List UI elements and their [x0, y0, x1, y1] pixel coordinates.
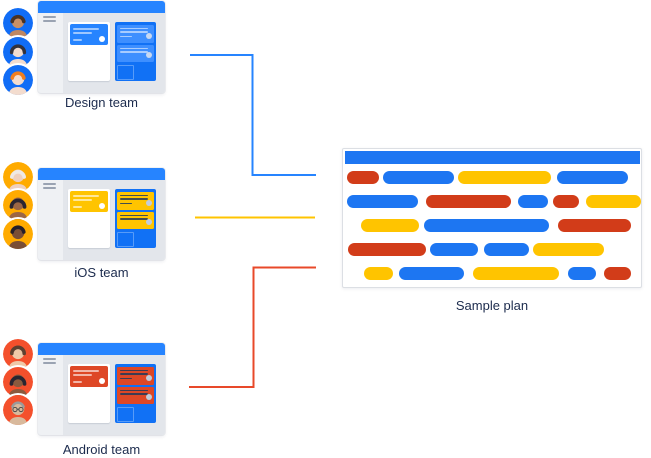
window-titlebar — [38, 343, 165, 355]
android-avatar-1-icon — [3, 339, 33, 369]
design-avatar-1-icon — [3, 8, 33, 38]
plan-bar-red — [426, 194, 511, 208]
plan-header-bar — [344, 150, 640, 164]
hamburger-icon — [43, 358, 56, 366]
ios-team-label: iOS team — [74, 265, 129, 280]
plan-bar-yellow — [364, 266, 393, 280]
android-avatar-3-icon — [3, 395, 33, 425]
plan-bar-blue — [484, 242, 529, 256]
kanban-card — [117, 24, 154, 43]
backlog-column — [68, 364, 110, 423]
ios-avatar-3-icon — [3, 218, 33, 249]
plan-bar-blue — [347, 194, 418, 208]
backlog-column — [68, 189, 110, 248]
kanban-card — [70, 24, 108, 45]
plan-bar-blue — [383, 170, 454, 184]
plan-bar-red — [348, 242, 426, 256]
hamburger-icon — [43, 16, 56, 24]
ios-avatar-2-icon — [3, 190, 33, 220]
plan-bar-blue — [430, 242, 478, 256]
design-team-label: Design team — [65, 95, 138, 110]
plan-bar-red — [604, 266, 631, 280]
avatar-dot-icon — [145, 199, 152, 206]
card-placeholder — [117, 407, 134, 422]
plan-bar-blue — [399, 266, 464, 280]
sample-plan-label: Sample plan — [455, 298, 529, 313]
window-main-panel — [63, 180, 165, 260]
plan-bar-yellow — [473, 266, 559, 280]
plan-bar-blue — [424, 218, 549, 232]
kanban-card — [117, 366, 154, 385]
avatar-dot-icon — [98, 377, 105, 384]
plan-bar-yellow — [533, 242, 604, 256]
sample-plan-board — [342, 148, 642, 288]
kanban-card — [70, 366, 108, 387]
design-avatar-2-icon — [3, 36, 33, 67]
avatar-dot-icon — [145, 32, 152, 39]
ios-team-window — [38, 168, 165, 260]
avatar-dot-icon — [145, 393, 152, 400]
window-titlebar — [38, 168, 165, 180]
plan-bar-yellow — [586, 194, 641, 208]
card-placeholder — [117, 65, 134, 80]
android-team-label: Android team — [62, 442, 141, 457]
ios-avatar-1-icon — [3, 162, 33, 192]
design-avatar-3-icon — [3, 65, 33, 95]
window-main-panel — [63, 13, 165, 93]
plan-bar-blue — [518, 194, 548, 208]
hamburger-icon — [43, 183, 56, 191]
android-team-window — [38, 343, 165, 435]
design-team-window — [38, 1, 165, 93]
avatar-dot-icon — [145, 374, 152, 381]
plan-bar-yellow — [361, 218, 419, 232]
window-titlebar — [38, 1, 165, 13]
kanban-card — [70, 191, 108, 212]
window-main-panel — [63, 355, 165, 435]
kanban-card — [117, 211, 154, 229]
kanban-card — [117, 386, 154, 404]
plan-timeline-bars — [343, 149, 641, 287]
board-column — [115, 189, 156, 248]
plan-bar-red — [347, 170, 379, 184]
avatar-dot-icon — [98, 202, 105, 209]
card-placeholder — [117, 232, 134, 247]
board-column — [115, 364, 156, 423]
plan-bar-red — [553, 194, 579, 208]
avatar-dot-icon — [98, 35, 105, 42]
android-avatar-2-icon — [3, 367, 33, 397]
plan-bar-blue — [568, 266, 596, 280]
kanban-card — [117, 44, 154, 62]
plan-bar-blue — [557, 170, 628, 184]
backlog-column — [68, 22, 110, 81]
avatar-dot-icon — [145, 218, 152, 225]
kanban-card — [117, 191, 154, 210]
plan-bar-yellow — [458, 170, 551, 184]
plan-bar-red — [558, 218, 631, 232]
avatar-dot-icon — [145, 51, 152, 58]
board-column — [115, 22, 156, 81]
